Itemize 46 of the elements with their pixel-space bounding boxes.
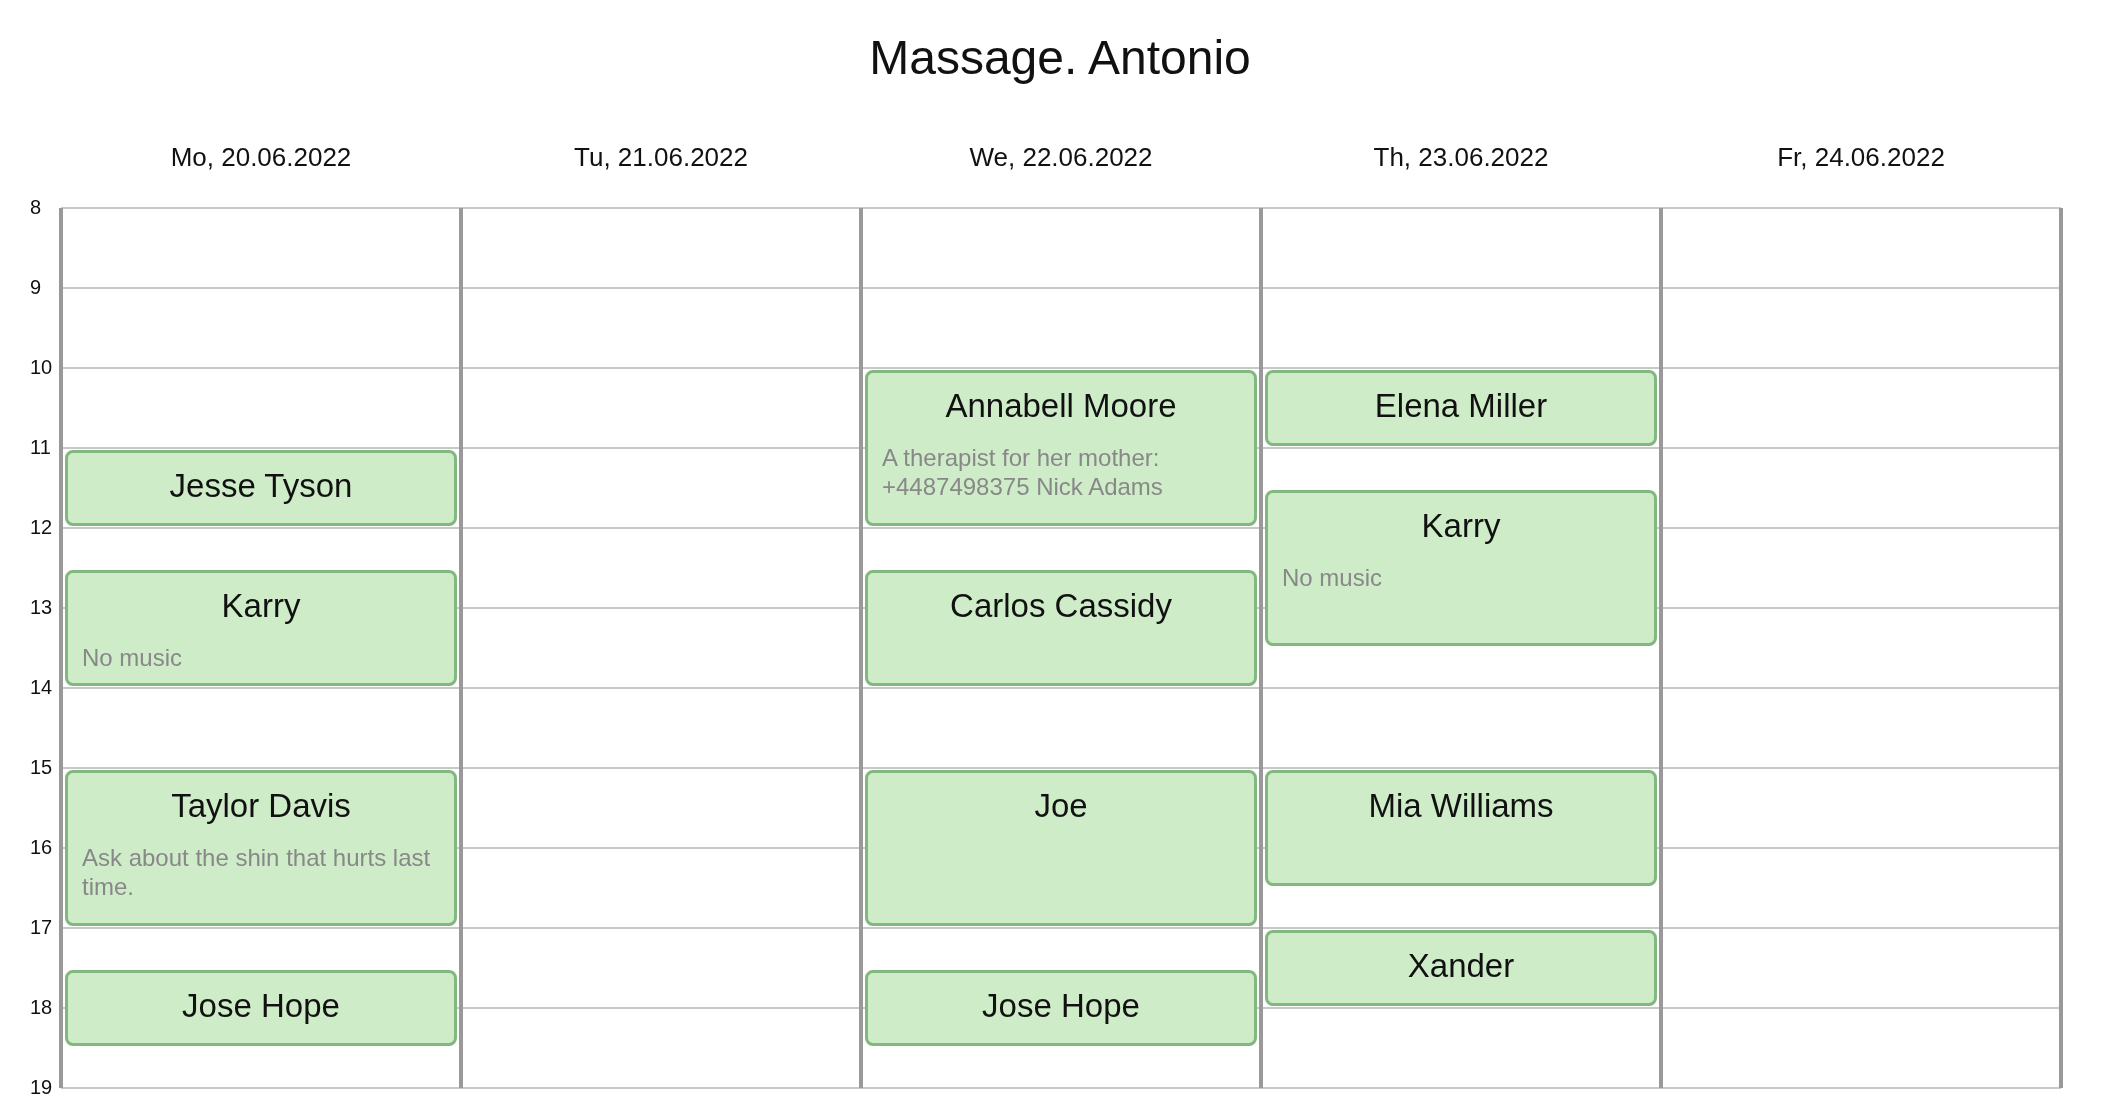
appointment-note: A therapist for her mother: +4487498375 Nick Adams <box>882 443 1164 501</box>
client-name: Jose Hope <box>181 987 341 1025</box>
client-name: Annabell Moore <box>944 387 1178 425</box>
appointment-card <box>65 770 457 926</box>
client-name: Karry <box>220 587 302 625</box>
appointment-card <box>1265 490 1657 646</box>
hour-label: 8 <box>30 196 42 219</box>
day-header: We, 22.06.2022 <box>968 142 1154 173</box>
hour-label: 17 <box>30 916 53 939</box>
day-header: Mo, 20.06.2022 <box>169 142 353 173</box>
client-name: Jose Hope <box>981 987 1141 1025</box>
day-header: Th, 23.06.2022 <box>1372 142 1550 173</box>
day-header: Tu, 21.06.2022 <box>573 142 749 173</box>
appointment-note: No music <box>1282 563 1384 592</box>
appointment-card <box>65 450 457 526</box>
client-name: Karry <box>1420 507 1502 545</box>
appointment-card <box>865 370 1257 526</box>
appointment-card <box>65 970 457 1046</box>
hour-label: 10 <box>30 356 53 379</box>
appointment-note: No music <box>82 643 184 672</box>
appointment-card <box>865 970 1257 1046</box>
appointment-card <box>65 570 457 686</box>
client-name: Mia Williams <box>1367 787 1555 825</box>
client-name: Elena Miller <box>1373 387 1549 425</box>
appointment-card <box>1265 370 1657 446</box>
client-name: Carlos Cassidy <box>949 587 1173 625</box>
client-name: Xander <box>1406 947 1516 985</box>
day-header: Fr, 24.06.2022 <box>1776 142 1946 173</box>
hour-label: 13 <box>30 596 53 619</box>
appointment-card <box>1265 770 1657 886</box>
client-name: Joe <box>1033 787 1089 825</box>
hour-label: 12 <box>30 516 53 539</box>
appointment-note: Ask about the shin that hurts last time. <box>82 843 432 901</box>
appointment-card <box>865 570 1257 686</box>
hour-label: 9 <box>30 276 42 299</box>
client-name: Jesse Tyson <box>168 467 354 505</box>
schedule-title: Massage. Antonio <box>868 30 1252 85</box>
hour-label: 15 <box>30 756 53 779</box>
hour-label: 11 <box>30 436 51 459</box>
hour-label: 19 <box>30 1076 53 1099</box>
hour-label: 14 <box>30 676 53 699</box>
client-name: Taylor Davis <box>170 787 352 825</box>
appointment-card <box>865 770 1257 926</box>
appointment-card <box>1265 930 1657 1006</box>
hour-label: 18 <box>30 996 53 1019</box>
hour-label: 16 <box>30 836 53 859</box>
